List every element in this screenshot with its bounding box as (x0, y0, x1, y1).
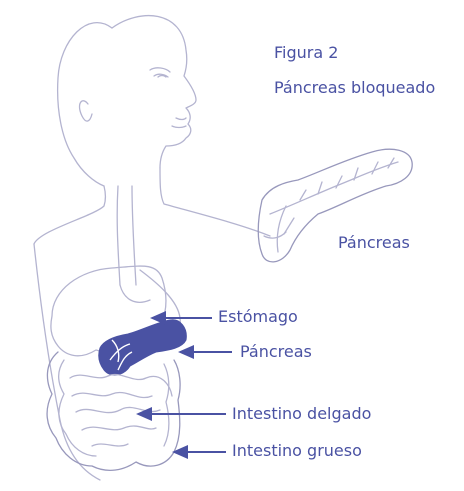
pancreas-highlight (99, 320, 187, 375)
label-pancreas: Páncreas (240, 342, 312, 362)
small-intestine (70, 374, 172, 446)
label-intestino-grueso: Intestino grueso (232, 441, 362, 461)
figure-title: Figura 2 (274, 43, 338, 63)
head-outline (58, 16, 196, 186)
figure-subtitle: Páncreas bloqueado (274, 78, 435, 98)
label-estomago: Estómago (218, 307, 298, 327)
label-pancreas-detail: Páncreas (338, 233, 410, 253)
arrow-intestino-delgado (136, 407, 226, 421)
esophagus (117, 186, 136, 285)
arrow-intestino-grueso (172, 445, 226, 459)
arrow-pancreas (178, 345, 232, 359)
label-intestino-delgado: Intestino delgado (232, 404, 371, 424)
